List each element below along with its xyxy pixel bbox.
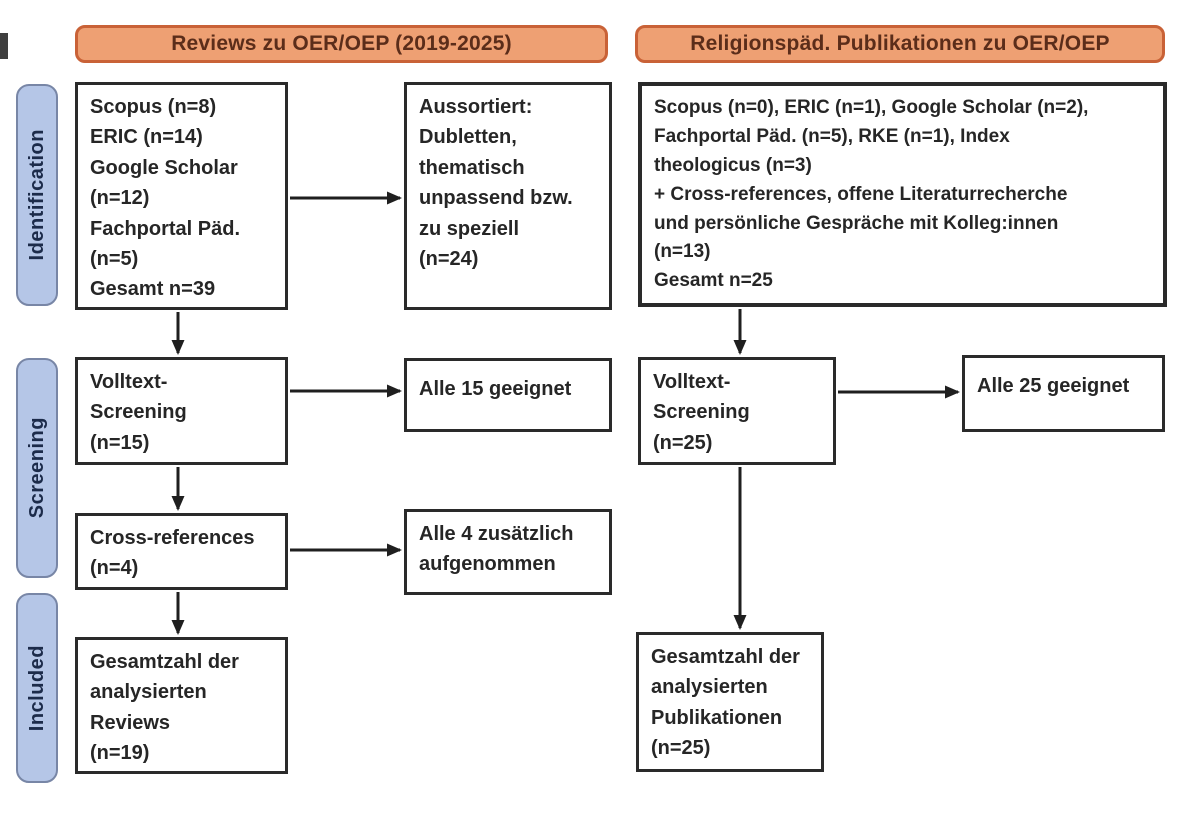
box-left-excluded: Aussortiert: Dubletten, thematisch unpas…: [404, 82, 612, 310]
box-right-fulltext-result: Alle 25 geeignet: [962, 355, 1165, 432]
stage-label-included: Included: [16, 593, 58, 783]
stage-label-screening: Screening: [16, 358, 58, 578]
box-right-included-total: Gesamtzahl der analysierten Publikatione…: [636, 632, 824, 772]
box-left-crossreferences-result: Alle 4 zusätzlich aufgenommen: [404, 509, 612, 595]
box-left-sources: Scopus (n=8) ERIC (n=14) Google Scholar …: [75, 82, 288, 310]
column-header-religionspaed-label: Religionspäd. Publikationen zu OER/OEP: [690, 32, 1110, 55]
box-right-fulltext-screening: Volltext- Screening (n=25): [638, 357, 836, 465]
box-left-crossreferences: Cross-references (n=4): [75, 513, 288, 590]
column-header-reviews: Reviews zu OER/OEP (2019-2025): [75, 25, 608, 63]
scan-artifact: [0, 33, 8, 59]
column-header-religionspaed: Religionspäd. Publikationen zu OER/OEP: [635, 25, 1165, 63]
box-left-included-total: Gesamtzahl der analysierten Reviews (n=1…: [75, 637, 288, 774]
box-left-fulltext-screening: Volltext- Screening (n=15): [75, 357, 288, 465]
column-header-reviews-label: Reviews zu OER/OEP (2019-2025): [171, 32, 512, 55]
box-right-sources: Scopus (n=0), ERIC (n=1), Google Scholar…: [638, 82, 1167, 307]
box-left-fulltext-result: Alle 15 geeignet: [404, 358, 612, 432]
stage-label-identification: Identification: [16, 84, 58, 306]
